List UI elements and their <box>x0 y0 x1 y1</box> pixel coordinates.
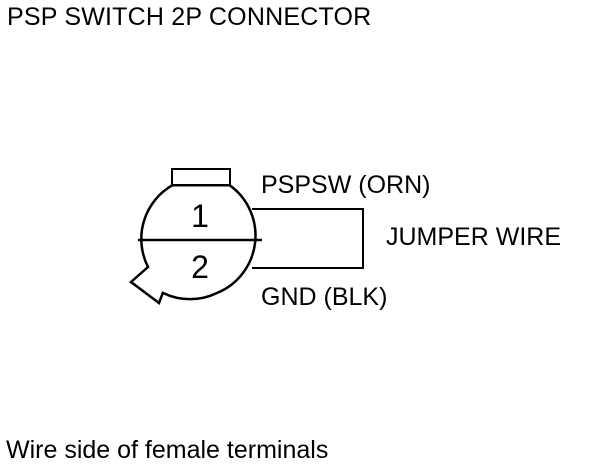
pin-2-number: 2 <box>191 249 209 285</box>
pin-2-wire-label: GND (BLK) <box>261 283 387 311</box>
pin-1-wire-label: PSPSW (ORN) <box>261 171 430 199</box>
jumper-wire <box>252 208 364 269</box>
connector-body <box>129 183 257 305</box>
diagram-title: PSP SWITCH 2P CONNECTOR <box>7 3 372 31</box>
view-caption: Wire side of female terminals <box>6 436 329 464</box>
pin-1-number: 1 <box>191 198 209 234</box>
connector-lock-tab <box>171 168 231 186</box>
jumper-wire-label: JUMPER WIRE <box>386 223 561 251</box>
